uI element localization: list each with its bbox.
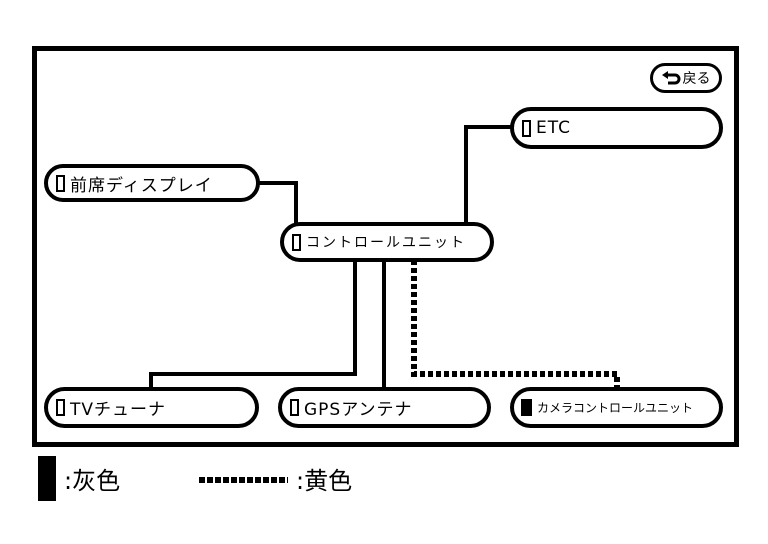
back-button[interactable]: 戻る xyxy=(650,63,722,93)
node-camera-control-unit[interactable]: カメラコントロールユニット xyxy=(510,387,723,428)
node-control-unit[interactable]: コントロールユニット xyxy=(280,222,494,262)
node-label: カメラコントロールユニット xyxy=(537,401,694,415)
back-button-label: 戻る xyxy=(682,71,711,87)
node-label: ETC xyxy=(536,118,571,138)
gray-indicator-icon xyxy=(292,233,301,251)
legend-yellow-label: :黄色 xyxy=(296,467,353,495)
node-etc[interactable]: ETC xyxy=(510,107,723,149)
legend-yellow-dotted-swatch xyxy=(199,477,288,483)
gray-indicator-icon xyxy=(56,399,65,416)
gray-indicator-icon xyxy=(56,174,65,192)
gray-indicator-filled-icon xyxy=(521,399,532,416)
gray-indicator-icon xyxy=(290,399,299,416)
legend-gray-label: :灰色 xyxy=(64,467,121,495)
legend-gray-swatch xyxy=(38,456,56,501)
node-label: GPSアンテナ xyxy=(304,400,413,420)
gray-indicator-icon xyxy=(522,119,531,137)
node-label: TVチューナ xyxy=(70,400,167,420)
node-label: 前席ディスプレイ xyxy=(70,175,213,196)
node-tv-tuner[interactable]: TVチューナ xyxy=(44,387,259,428)
return-arrow-icon xyxy=(661,71,680,85)
node-front-display[interactable]: 前席ディスプレイ xyxy=(44,164,260,202)
node-label: コントロールユニット xyxy=(306,235,466,251)
node-gps-antenna[interactable]: GPSアンテナ xyxy=(278,387,491,428)
